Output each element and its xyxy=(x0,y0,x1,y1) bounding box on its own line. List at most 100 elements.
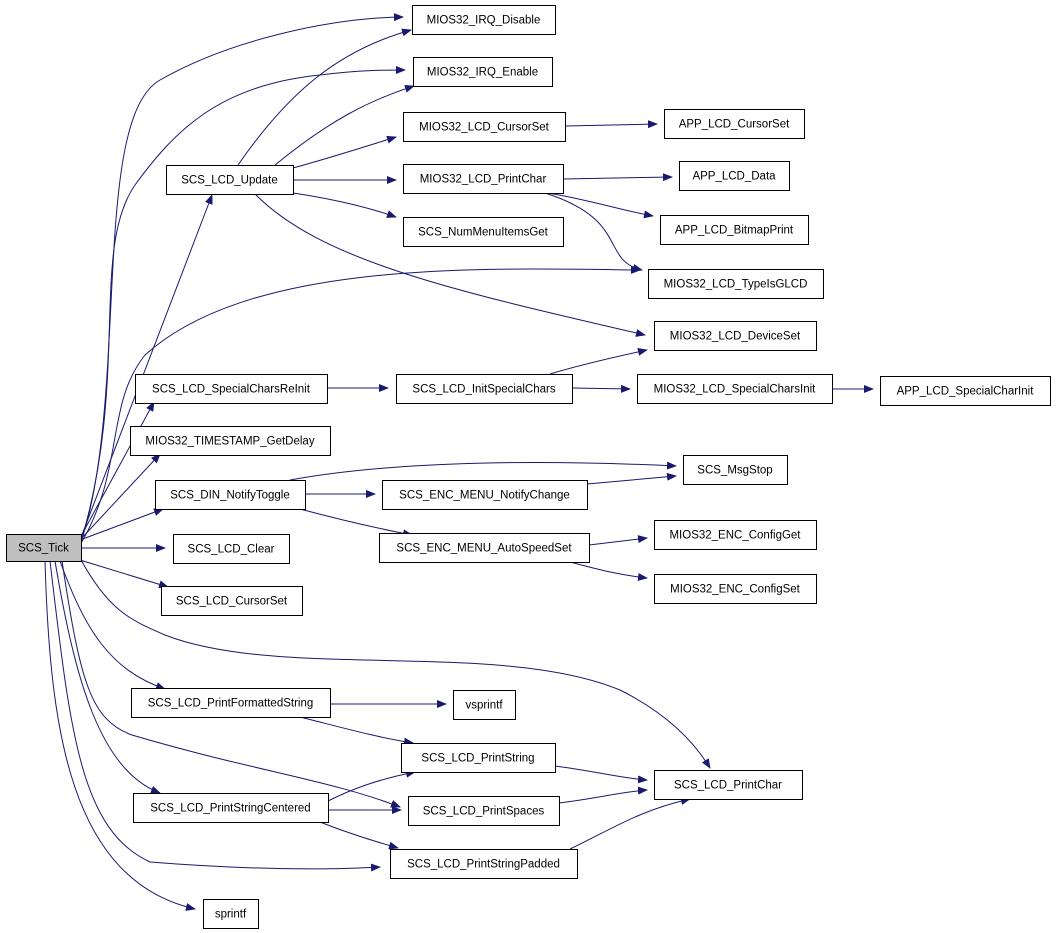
node-label: MIOS32_LCD_CursorSet xyxy=(419,122,550,134)
node-enc-autospeed[interactable]: SCS_ENC_MENU_AutoSpeedSet xyxy=(379,533,590,563)
node-printformatted[interactable]: SCS_LCD_PrintFormattedString xyxy=(131,688,331,718)
node-box xyxy=(412,5,556,35)
edge-tick-printpadded xyxy=(49,560,381,872)
node-lcd-clear[interactable]: SCS_LCD_Clear xyxy=(173,534,290,564)
node-label: SCS_LCD_PrintChar xyxy=(674,780,782,792)
node-app-data[interactable]: APP_LCD_Data xyxy=(679,161,790,191)
edge-initspecialchars-m-specialcharsinit xyxy=(571,384,631,393)
node-printcentered[interactable]: SCS_LCD_PrintStringCentered xyxy=(133,793,329,823)
node-app-cursorset[interactable]: APP_LCD_CursorSet xyxy=(664,109,805,139)
node-din-notify[interactable]: SCS_DIN_NotifyToggle xyxy=(155,480,306,510)
node-box xyxy=(648,269,824,299)
edge-tick-sprintf xyxy=(44,560,196,911)
edge-m-printchar-app-data xyxy=(562,173,673,182)
node-box xyxy=(654,321,817,351)
node-printspaces[interactable]: SCS_LCD_PrintSpaces xyxy=(408,796,560,826)
node-deviceset[interactable]: MIOS32_LCD_DeviceSet xyxy=(654,321,817,351)
node-m-cursorset[interactable]: MIOS32_LCD_CursorSet xyxy=(403,112,566,142)
node-box xyxy=(654,574,817,604)
node-box xyxy=(6,534,82,562)
node-m-printchar[interactable]: MIOS32_LCD_PrintChar xyxy=(403,164,564,194)
edge-m-printchar-app-bitmap xyxy=(547,192,654,219)
node-label: SCS_ENC_MENU_NotifyChange xyxy=(399,490,570,502)
node-tick[interactable]: SCS_Tick xyxy=(6,534,82,562)
node-vsprintf[interactable]: vsprintf xyxy=(453,690,516,720)
node-label: MIOS32_ENC_ConfigGet xyxy=(669,530,801,542)
node-label: MIOS32_LCD_PrintChar xyxy=(420,174,547,186)
node-box xyxy=(408,796,560,826)
node-m-specialcharsinit[interactable]: MIOS32_LCD_SpecialCharsInit xyxy=(637,374,833,404)
node-timestamp[interactable]: MIOS32_TIMESTAMP_GetDelay xyxy=(130,426,331,456)
node-box xyxy=(403,164,564,194)
node-lcd-update[interactable]: SCS_LCD_Update xyxy=(166,165,294,195)
node-label: SCS_ENC_MENU_AutoSpeedSet xyxy=(396,543,572,555)
node-app-specialcharinit[interactable]: APP_LCD_SpecialCharInit xyxy=(880,376,1051,406)
edge-tick-irq-disable xyxy=(79,13,404,546)
node-box xyxy=(135,374,328,404)
node-label: SCS_LCD_PrintString xyxy=(421,753,534,765)
node-box xyxy=(131,688,331,718)
node-s-printchar[interactable]: SCS_LCD_PrintChar xyxy=(654,770,803,800)
node-initspecialchars[interactable]: SCS_LCD_InitSpecialChars xyxy=(396,374,573,404)
edge-m-printchar-typeisglcd xyxy=(544,192,643,272)
node-box xyxy=(382,480,588,510)
node-box xyxy=(403,217,564,247)
edge-update-irq-enable xyxy=(274,84,415,166)
node-typeisglcd[interactable]: MIOS32_LCD_TypeIsGLCD xyxy=(648,269,824,299)
edge-enc-notify-msgstop xyxy=(586,472,677,485)
node-box xyxy=(413,57,553,87)
node-box xyxy=(880,376,1051,406)
node-sprintf[interactable]: sprintf xyxy=(203,899,259,929)
node-label: SCS_LCD_SpecialCharsReInit xyxy=(152,384,311,396)
node-label: SCS_LCD_Update xyxy=(181,175,278,187)
node-label: MIOS32_LCD_SpecialCharsInit xyxy=(654,384,817,396)
edge-printpadded-s-printchar xyxy=(569,797,691,850)
edge-tick-irq-enable xyxy=(79,66,406,546)
node-label: SCS_LCD_InitSpecialChars xyxy=(412,384,555,396)
node-printstring[interactable]: SCS_LCD_PrintString xyxy=(401,743,556,773)
node-irq-enable[interactable]: MIOS32_IRQ_Enable xyxy=(413,57,553,87)
edge-autospeed-configget xyxy=(588,535,648,546)
node-label: SCS_LCD_PrintStringCentered xyxy=(150,803,310,815)
node-enc-configget[interactable]: MIOS32_ENC_ConfigGet xyxy=(654,520,817,550)
edge-tick-timestamp xyxy=(79,453,161,541)
edge-m-cursorset-app-cursorset xyxy=(564,120,658,129)
node-label: MIOS32_IRQ_Enable xyxy=(427,67,538,79)
edge-printstring-s-printchar xyxy=(554,765,648,784)
node-nummenu[interactable]: SCS_NumMenuItemsGet xyxy=(403,217,564,247)
node-box xyxy=(173,534,290,564)
node-label: SCS_DIN_NotifyToggle xyxy=(170,490,290,502)
edge-printspaces-s-printchar xyxy=(558,786,648,804)
node-label: APP_LCD_SpecialCharInit xyxy=(897,386,1035,398)
node-label: APP_LCD_BitmapPrint xyxy=(675,225,794,237)
node-specialcharsreinit[interactable]: SCS_LCD_SpecialCharsReInit xyxy=(135,374,328,404)
node-box xyxy=(130,426,331,456)
node-label: SCS_MsgStop xyxy=(697,465,772,477)
edge-tick-printspaces xyxy=(61,560,401,808)
edge-initspecialchars-deviceset xyxy=(549,347,648,375)
node-label: APP_LCD_Data xyxy=(692,171,776,183)
node-box xyxy=(660,215,809,245)
node-label: MIOS32_ENC_ConfigSet xyxy=(670,584,801,596)
node-box xyxy=(133,793,329,823)
edge-autospeed-configset xyxy=(569,561,648,581)
node-app-bitmap[interactable]: APP_LCD_BitmapPrint xyxy=(660,215,809,245)
node-box xyxy=(453,690,516,720)
node-enc-configset[interactable]: MIOS32_ENC_ConfigSet xyxy=(654,574,817,604)
call-edges xyxy=(44,13,874,911)
node-label: SCS_LCD_Clear xyxy=(188,544,275,556)
node-irq-disable[interactable]: MIOS32_IRQ_Disable xyxy=(412,5,556,35)
node-box xyxy=(166,165,294,195)
node-label: SCS_Tick xyxy=(18,543,69,555)
node-label: MIOS32_IRQ_Disable xyxy=(427,15,541,27)
node-msgstop[interactable]: SCS_MsgStop xyxy=(683,455,788,485)
node-label: SCS_NumMenuItemsGet xyxy=(418,227,549,239)
node-enc-notify[interactable]: SCS_ENC_MENU_NotifyChange xyxy=(382,480,588,510)
node-label: SCS_LCD_CursorSet xyxy=(176,596,288,608)
edge-tick-printcentered xyxy=(54,560,161,794)
node-printpadded[interactable]: SCS_LCD_PrintStringPadded xyxy=(390,849,578,879)
node-label: APP_LCD_CursorSet xyxy=(679,119,790,131)
node-lcd-cursorset[interactable]: SCS_LCD_CursorSet xyxy=(161,586,303,616)
edge-update-irq-disable xyxy=(237,28,412,166)
